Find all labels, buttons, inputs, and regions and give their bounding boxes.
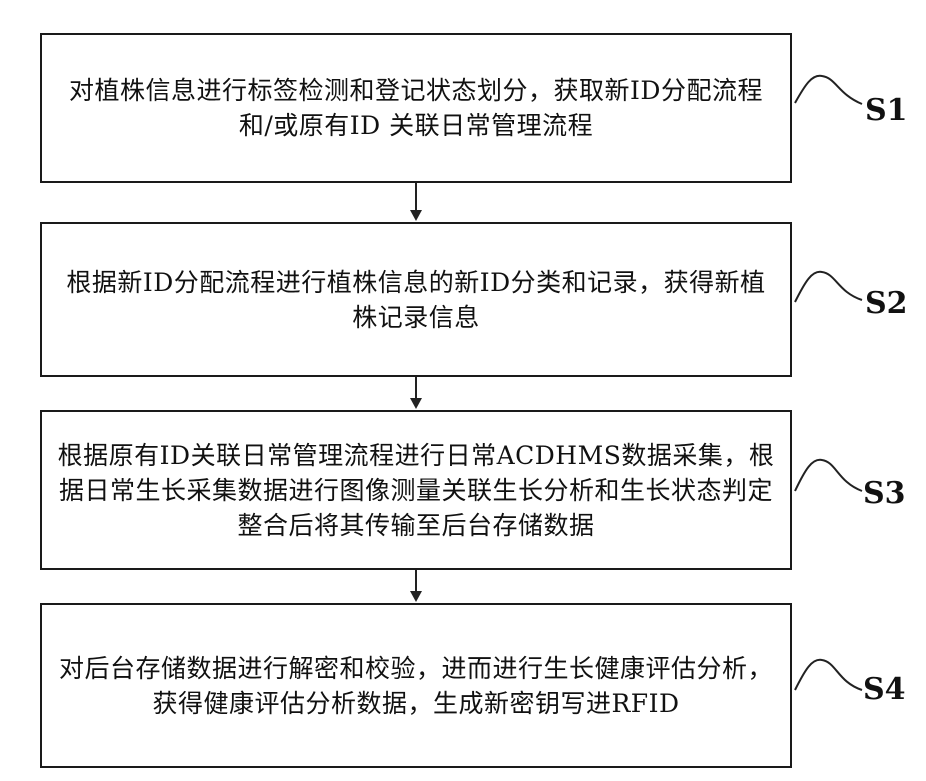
step-label-s4: S4 (863, 672, 906, 707)
leader-curve-s4 (795, 660, 862, 690)
step-label-s2: S2 (865, 286, 908, 321)
leader-curve-s2 (795, 272, 862, 302)
arrow-head-2-3 (410, 398, 422, 409)
arrow-head-1-2 (410, 210, 422, 221)
step-label-s3: S3 (863, 476, 906, 511)
leader-curve-s1 (795, 76, 862, 104)
arrow-head-3-4 (410, 591, 422, 602)
step-label-s1: S1 (865, 93, 908, 128)
leader-curve-s3 (795, 460, 862, 491)
